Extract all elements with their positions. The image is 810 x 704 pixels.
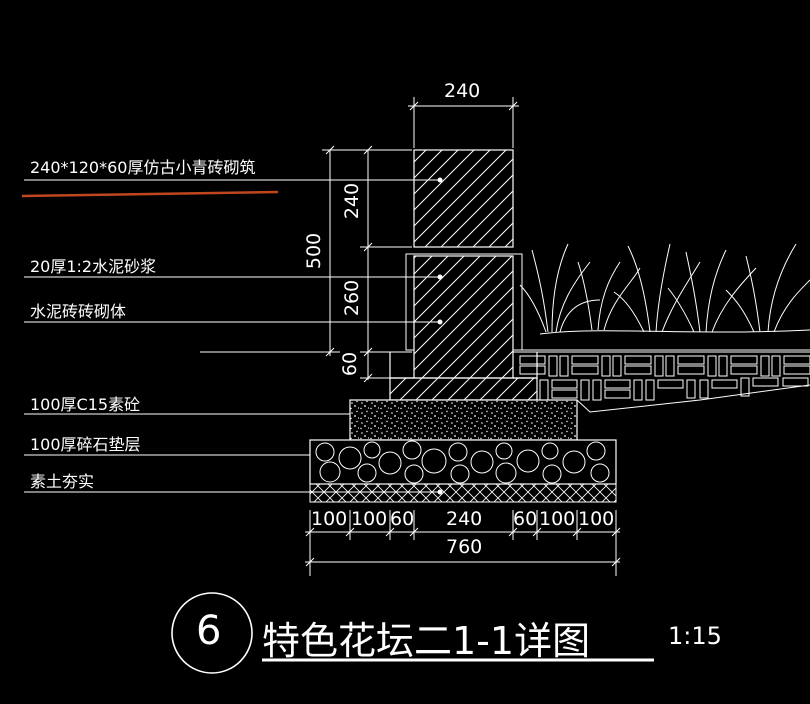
dim-seg-6: 100 xyxy=(539,508,576,530)
top-dimension xyxy=(408,97,519,148)
accent-underline xyxy=(21,190,279,198)
callout-soil: 素土夯实 xyxy=(30,472,95,491)
dim-wall-low: 60 xyxy=(339,351,362,377)
dim-seg-2: 100 xyxy=(351,508,388,530)
plants-icon xyxy=(519,243,810,335)
dim-top: 240 xyxy=(444,80,481,102)
gravel-stones xyxy=(315,440,610,484)
footing xyxy=(389,377,538,401)
title-scale: 1:15 xyxy=(668,622,722,650)
dim-total: 760 xyxy=(446,536,483,558)
dim-wall-total: 500 xyxy=(303,232,326,270)
bottom-dimensions xyxy=(305,510,621,576)
dim-seg-1: 100 xyxy=(311,508,348,530)
callout-mortar: 20厚1:2水泥砂浆 xyxy=(30,257,157,276)
title-number: 6 xyxy=(196,608,222,654)
top-brick xyxy=(413,149,514,248)
title-text: 特色花坛二1-1详图 xyxy=(262,619,591,663)
callout-concrete: 100厚C15素砼 xyxy=(30,395,141,414)
dim-wall-mid: 260 xyxy=(341,279,364,317)
dim-seg-3: 60 xyxy=(390,508,415,530)
gravel-layer xyxy=(309,439,617,485)
callout-leaders xyxy=(24,179,440,493)
dim-seg-4: 240 xyxy=(446,508,483,530)
brick-wall xyxy=(413,255,514,379)
dim-seg-5: 60 xyxy=(513,508,538,530)
vertical-dimensions xyxy=(322,145,412,383)
callout-gravel: 100厚碎石垫层 xyxy=(30,435,141,454)
concrete-layer xyxy=(349,399,578,441)
paving xyxy=(513,349,810,413)
soil-layer xyxy=(309,483,617,503)
dim-seg-7: 100 xyxy=(578,508,615,530)
dim-wall-upper: 240 xyxy=(341,182,364,220)
callout-brick: 240*120*60厚仿古小青砖砌筑 xyxy=(30,158,256,177)
title-number-circle xyxy=(171,592,253,674)
callout-masonry: 水泥砖砖砌体 xyxy=(30,302,127,321)
